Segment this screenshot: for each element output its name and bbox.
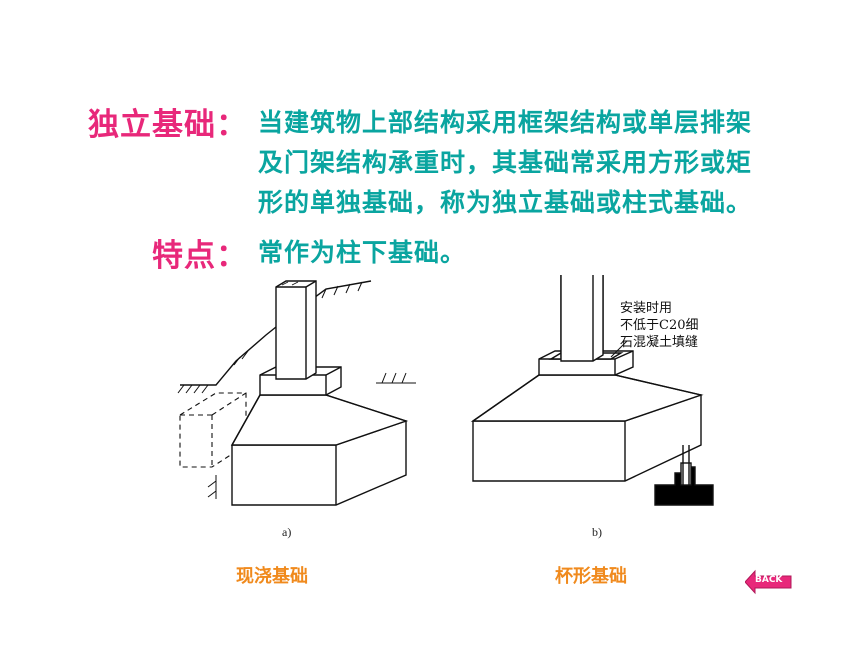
- definition-line-3: 形的单独基础，称为独立基础或柱式基础。: [258, 188, 753, 217]
- cup-shaped-foundation-diagram: [470, 275, 714, 506]
- figure-b-label: b): [592, 525, 602, 539]
- term-feature: 特点：: [152, 238, 248, 274]
- definition-line-2: 及门架结构承重时，其基础常采用方形或矩: [258, 148, 753, 177]
- term-independent-foundation: 独立基础：: [88, 107, 248, 143]
- caption-cup-shaped: 杯形基础: [555, 566, 627, 587]
- cast-in-place-foundation-diagram: [177, 280, 416, 506]
- back-arrow-icon: [744, 569, 792, 595]
- back-label: BACK: [755, 575, 783, 585]
- grouting-note: 安装时用 不低于C20细 石混凝土填缝: [620, 300, 699, 351]
- feature-text: 常作为柱下基础。: [258, 238, 467, 267]
- grouting-note-line-3: 石混凝土填缝: [620, 335, 699, 350]
- caption-cast-in-place: 现浇基础: [236, 566, 308, 587]
- grouting-note-line-2: 不低于C20细: [620, 318, 699, 333]
- figure-a-label: a): [282, 525, 292, 539]
- back-button[interactable]: BACK: [744, 568, 795, 596]
- definition-line-1: 当建筑物上部结构采用框架结构或单层排架: [258, 108, 753, 137]
- grouting-note-line-1: 安装时用: [620, 301, 673, 316]
